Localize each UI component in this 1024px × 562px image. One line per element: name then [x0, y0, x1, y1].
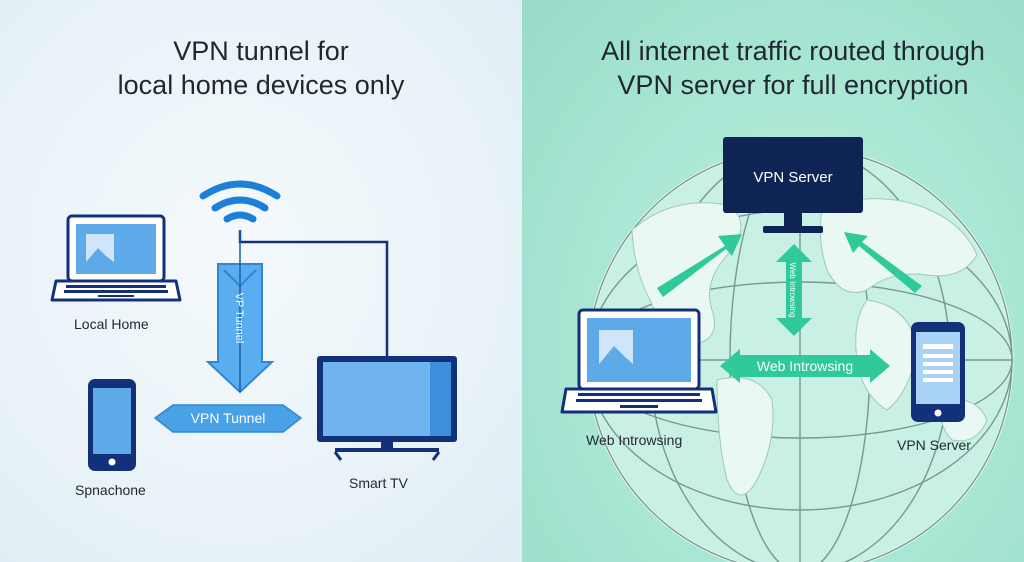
right-panel: All internet traffic routed through VPN … — [522, 0, 1024, 562]
right-diagram-canvas: VPN Server Web Introwsing Web Introwsing — [560, 137, 1014, 562]
tv-label: Smart TV — [349, 475, 408, 491]
arrow-laptop-to-server — [657, 234, 742, 297]
down-arrow-label: VP Tunnel — [233, 293, 245, 344]
right-laptop-icon — [560, 308, 718, 414]
left-title-line2: local home devices only — [117, 70, 405, 100]
left-panel: VPN tunnel for local home devices only V… — [0, 0, 522, 562]
horizontal-double-arrow: Web Introwsing — [720, 349, 890, 383]
vpn-server-icon: VPN Server — [723, 137, 863, 233]
vertical-arrow-label: Web Introwsing — [788, 263, 797, 318]
tunnel-arrow: VPN Tunnel — [153, 404, 303, 433]
right-panel-title: All internet traffic routed through VPN … — [558, 34, 1024, 102]
laptop-icon — [50, 214, 182, 302]
right-title-line1: All internet traffic routed through — [601, 36, 985, 66]
right-phone-icon — [911, 322, 965, 422]
smart-tv-icon — [317, 356, 457, 461]
horizontal-arrow-label: Web Introwsing — [757, 358, 853, 374]
right-phone-label: VPN Server — [897, 437, 971, 453]
left-title-line1: VPN tunnel for — [173, 36, 349, 66]
wifi-icon — [199, 180, 281, 223]
smartphone-icon — [88, 379, 136, 471]
tunnel-arrow-label: VPN Tunnel — [191, 410, 266, 426]
laptop-label: Local Home — [74, 316, 149, 332]
down-arrow: VP Tunnel — [205, 230, 275, 394]
right-laptop-label: Web Introwsing — [586, 432, 683, 448]
left-diagram-canvas: VP Tunnel VPN Tunnel — [50, 180, 457, 471]
phone-label: Spnachone — [75, 482, 146, 498]
vertical-double-arrow: Web Introwsing — [776, 244, 812, 336]
right-title-line2: VPN server for full encryption — [617, 70, 969, 100]
arrow-phone-to-server — [844, 232, 922, 293]
vpn-server-label: VPN Server — [753, 169, 832, 186]
left-panel-title: VPN tunnel for local home devices only — [61, 34, 461, 102]
